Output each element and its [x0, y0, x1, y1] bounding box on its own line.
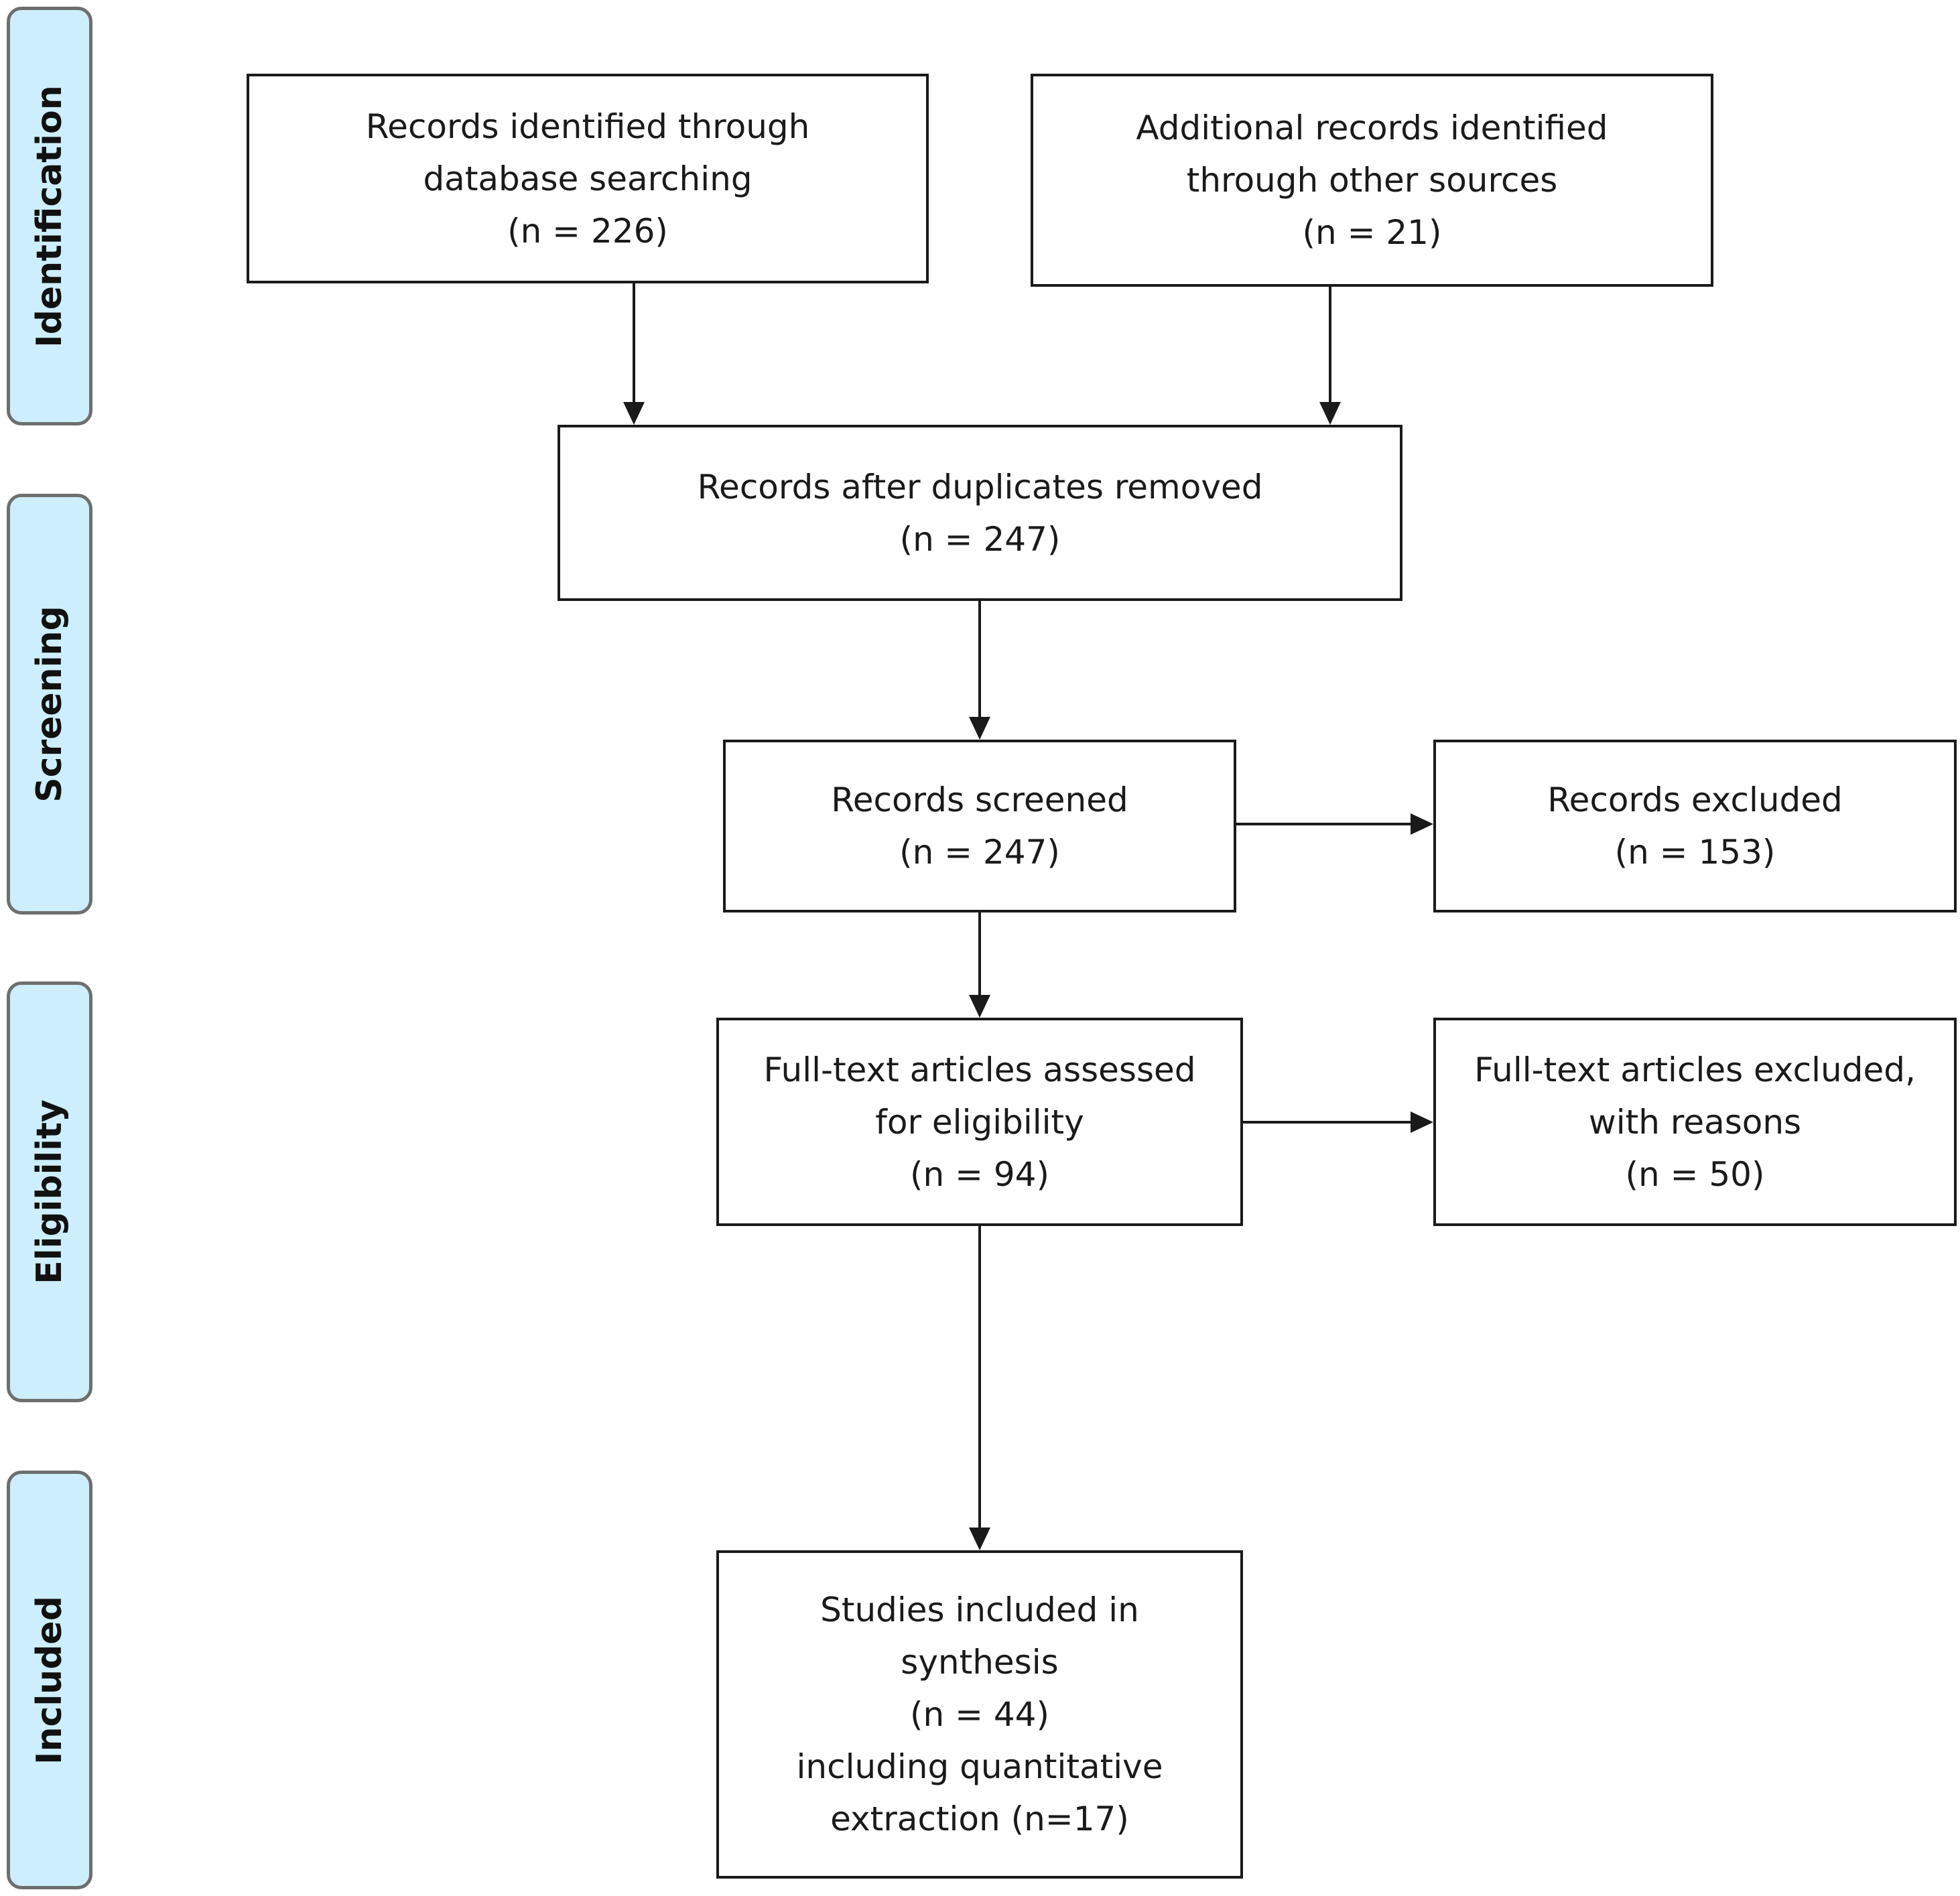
- box-after-duplicates-line-2: (n = 247): [899, 519, 1061, 559]
- box-records-screened: Records screened (n = 247): [723, 740, 1236, 912]
- box-fulltext-assessed-line-3: (n = 94): [909, 1154, 1049, 1194]
- box-other-records: Additional records identified through ot…: [1031, 74, 1713, 287]
- box-database-records-line-3: (n = 226): [507, 211, 668, 251]
- box-fulltext-excluded: Full-text articles excluded, with reason…: [1433, 1018, 1957, 1226]
- box-other-records-line-2: through other sources: [1186, 161, 1558, 200]
- box-fulltext-excluded-line-2: with reasons: [1588, 1102, 1802, 1142]
- phase-identification: Identification: [7, 7, 92, 425]
- box-other-records-line-1: Additional records identified: [1136, 109, 1608, 147]
- arrowhead-duplicates-to-screened: [969, 717, 990, 740]
- box-database-records-line-2: database searching: [423, 159, 753, 198]
- arrowhead-fulltext-to-included: [969, 1528, 990, 1550]
- box-other-records-line-3: (n = 21): [1302, 213, 1442, 252]
- box-studies-included-line-3: (n = 44): [909, 1695, 1049, 1734]
- box-studies-included-line-2: synthesis: [901, 1643, 1059, 1682]
- arrowhead-other-to-duplicates: [1319, 402, 1341, 425]
- box-studies-included-line-4: including quantitative: [796, 1747, 1163, 1786]
- box-studies-included-line-1: Studies included in: [820, 1590, 1139, 1629]
- arrowhead-screened-to-fulltext: [969, 995, 990, 1018]
- box-records-excluded-line-2: (n = 153): [1614, 833, 1776, 872]
- phase-screening: Screening: [7, 494, 92, 915]
- box-studies-included-line-5: extraction (n=17): [830, 1800, 1129, 1838]
- box-records-screened-line-2: (n = 247): [899, 833, 1060, 872]
- box-fulltext-assessed-line-2: for eligibility: [875, 1102, 1084, 1142]
- arrowhead-fulltext-to-excluded: [1411, 1111, 1433, 1133]
- box-after-duplicates-line-1: Records after duplicates removed: [697, 467, 1263, 506]
- box-fulltext-excluded-line-1: Full-text articles excluded,: [1474, 1050, 1916, 1089]
- arrowhead-screened-to-excluded: [1411, 813, 1433, 835]
- box-fulltext-assessed: Full-text articles assessed for eligibil…: [716, 1018, 1243, 1226]
- box-after-duplicates: Records after duplicates removed (n = 24…: [558, 425, 1402, 601]
- box-records-excluded: Records excluded (n = 153): [1433, 740, 1957, 912]
- box-database-records-line-1: Records identified through: [365, 107, 810, 146]
- box-records-screened-line-1: Records screened: [831, 781, 1128, 819]
- box-database-records: Records identified through database sear…: [247, 74, 929, 283]
- box-studies-included: Studies included in synthesis (n = 44) i…: [716, 1550, 1243, 1879]
- box-fulltext-assessed-line-1: Full-text articles assessed: [763, 1050, 1196, 1089]
- arrowhead-database-to-duplicates: [623, 402, 645, 425]
- box-fulltext-excluded-line-3: (n = 50): [1625, 1154, 1765, 1194]
- phase-included: Included: [7, 1471, 92, 1889]
- phase-eligibility: Eligibility: [7, 981, 92, 1402]
- box-records-excluded-line-1: Records excluded: [1547, 781, 1843, 819]
